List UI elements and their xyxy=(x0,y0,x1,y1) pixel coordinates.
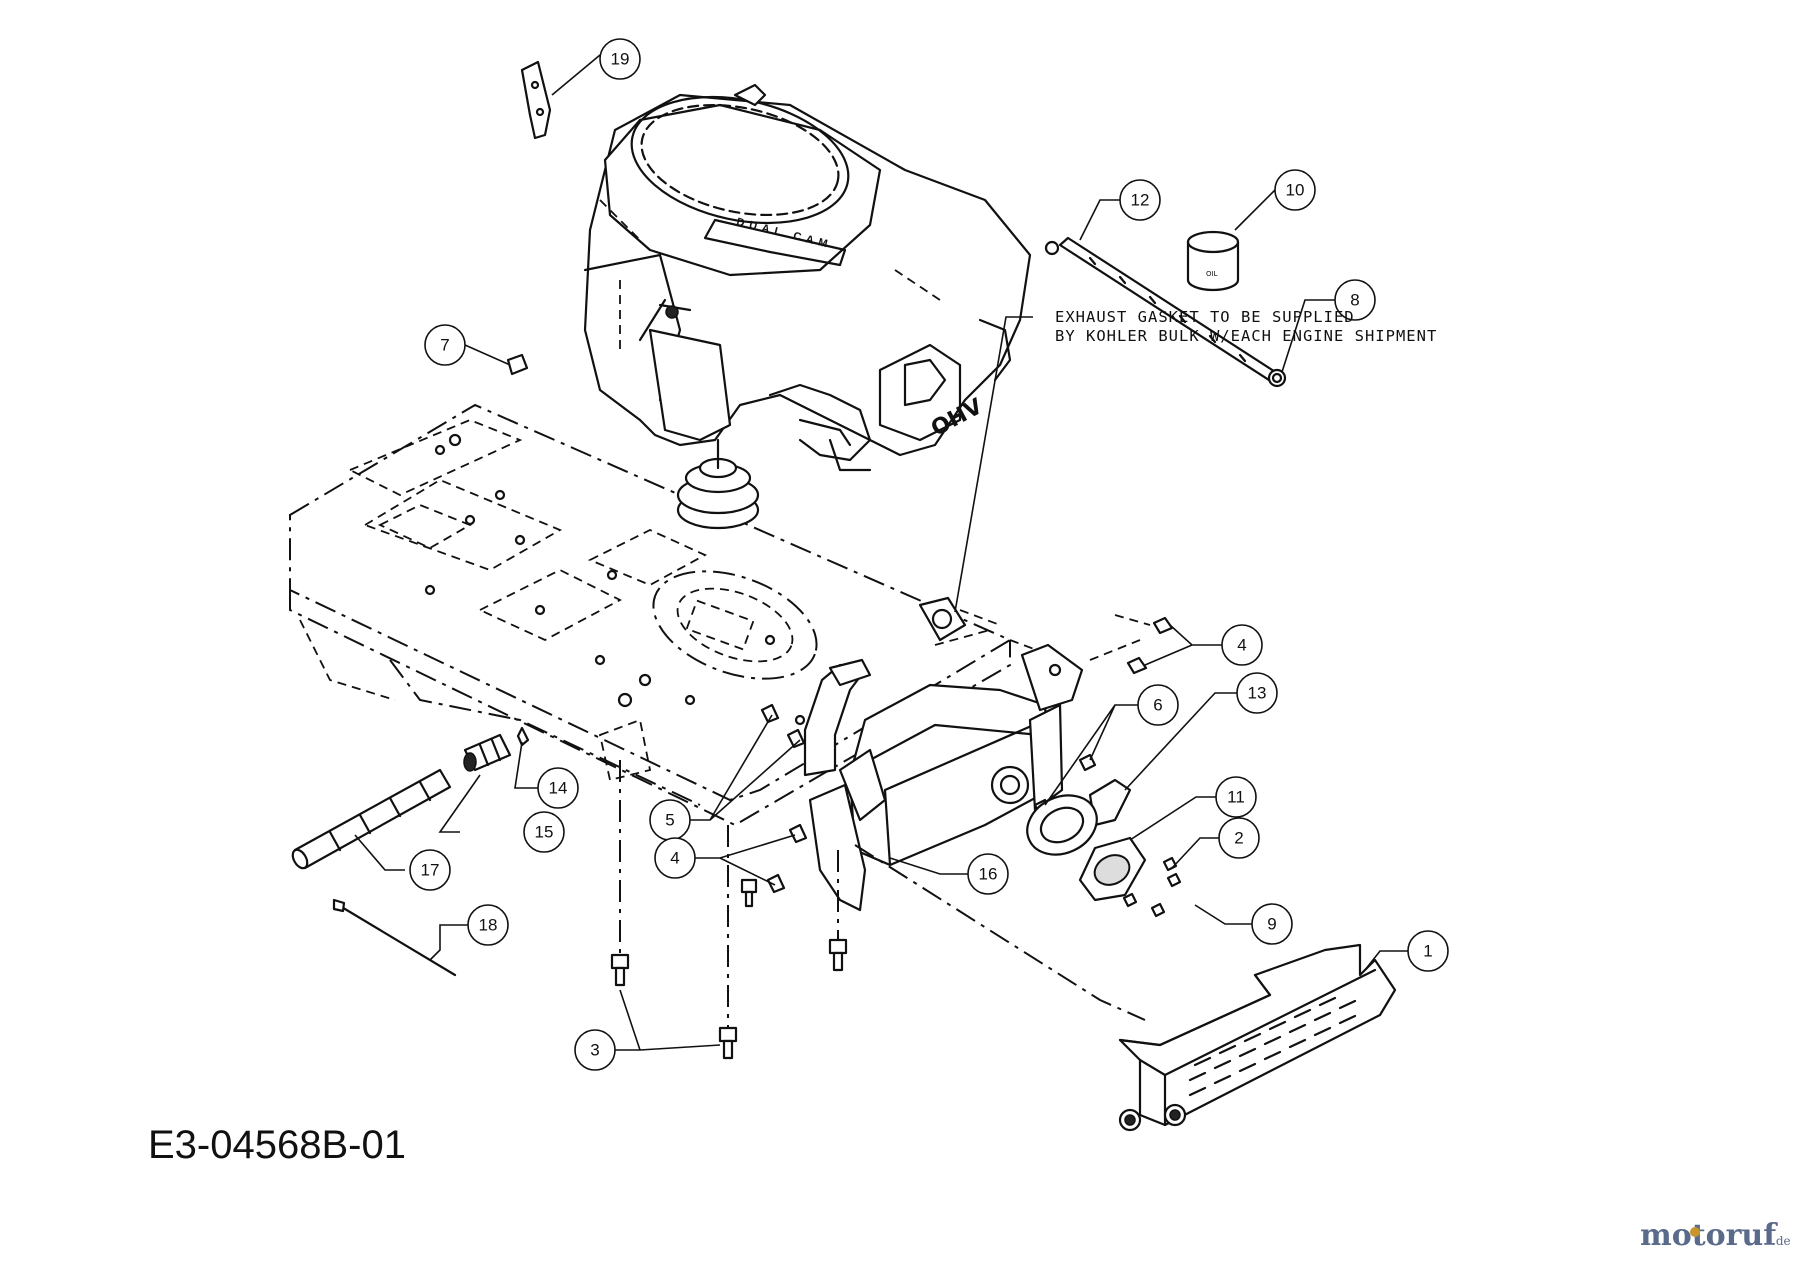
callout-12: 10 xyxy=(1274,169,1316,211)
part-11-screws xyxy=(1122,892,1166,918)
callout-16: 15 xyxy=(523,811,565,853)
part-19-bracket xyxy=(520,60,552,140)
exhaust-note: EXHAUST GASKET TO BE SUPPLIED BY KOHLER … xyxy=(1055,308,1437,345)
callout-3: 3 xyxy=(574,1029,616,1071)
svg-text:11: 11 xyxy=(1227,788,1245,807)
part-5-bolts xyxy=(760,703,806,749)
part-18-drain-hose xyxy=(291,768,452,870)
svg-text:17: 17 xyxy=(421,861,440,880)
svg-text:12: 12 xyxy=(1131,191,1150,210)
part-16-drain-valve xyxy=(463,733,512,772)
watermark-suffix: .de xyxy=(1772,1234,1791,1248)
part-1-heat-shield xyxy=(1118,943,1397,1132)
svg-text:15: 15 xyxy=(535,823,554,842)
part-8-clip xyxy=(516,726,530,747)
svg-text:3: 3 xyxy=(590,1041,599,1060)
exhaust-gasket xyxy=(918,596,967,642)
callout-6: 6 xyxy=(1137,684,1179,726)
callout-1: 1 xyxy=(1407,930,1449,972)
part-3-bolts xyxy=(610,878,848,1060)
part-17-muffler xyxy=(838,683,1064,867)
callout-14: 12 xyxy=(1119,179,1161,221)
svg-text:5: 5 xyxy=(665,811,674,830)
svg-text:9: 9 xyxy=(1267,915,1276,934)
part-12-oil-bottle: OIL xyxy=(1186,230,1240,292)
part-7-fitting xyxy=(506,353,529,376)
callout-10: 8 xyxy=(1334,279,1376,321)
callout-7: 7 xyxy=(424,324,466,366)
exhaust-pipe xyxy=(803,658,872,777)
svg-text:8: 8 xyxy=(1350,291,1359,310)
callout-5: 5 xyxy=(649,799,691,841)
callout-13: 11 xyxy=(1215,776,1257,818)
callout-18: 17 xyxy=(409,849,451,891)
callout-17: 16 xyxy=(967,853,1009,895)
note-line-2: BY KOHLER BULK W/EACH ENGINE SHIPMENT xyxy=(1055,327,1437,345)
part-4-bolts-lower xyxy=(766,823,808,894)
svg-text:13: 13 xyxy=(1248,684,1267,703)
svg-text:4: 4 xyxy=(670,849,679,868)
callout-2: 2 xyxy=(1218,817,1260,859)
callout-4-upper: 4 xyxy=(1221,624,1263,666)
muffler-bracket xyxy=(808,643,1084,912)
svg-text:18: 18 xyxy=(479,916,498,935)
note-line-1: EXHAUST GASKET TO BE SUPPLIED xyxy=(1055,308,1355,326)
svg-text:14: 14 xyxy=(549,779,568,798)
svg-text:7: 7 xyxy=(440,336,449,355)
frame xyxy=(289,403,1051,827)
drawing-number: E3-04568B-01 xyxy=(148,1123,406,1167)
callout-19: 19 xyxy=(599,38,641,80)
part-4-bolts-upper xyxy=(1126,616,1174,675)
callout-9: 18 xyxy=(467,904,509,946)
svg-text:10: 10 xyxy=(1286,181,1305,200)
svg-text:6: 6 xyxy=(1153,696,1162,715)
watermark-name: motoruf xyxy=(1640,1218,1778,1253)
callouts: 19 7 12 10 8 4 6 13 11 2 9 1 16 14 15 17… xyxy=(409,38,1449,1071)
callout-15: 13 xyxy=(1236,672,1278,714)
svg-text:19: 19 xyxy=(611,50,630,69)
leader-lines xyxy=(354,54,1408,1051)
watermark: motoruf .de xyxy=(1640,1218,1791,1253)
callout-4-lower: 4 xyxy=(654,837,696,879)
assembly-lines xyxy=(619,614,1151,1028)
part-10-clamp xyxy=(1267,368,1287,388)
svg-text:1: 1 xyxy=(1423,942,1432,961)
svg-text:2: 2 xyxy=(1234,829,1243,848)
watermark-accent-dot xyxy=(1690,1227,1700,1237)
part-9-tie-strap xyxy=(332,898,457,977)
svg-text:16: 16 xyxy=(979,865,998,884)
part-13-gasket xyxy=(1026,794,1098,856)
svg-text:4: 4 xyxy=(1237,636,1246,655)
engine: DUAL CAM OHV xyxy=(583,83,1032,530)
oil-bottle-label: OIL xyxy=(1206,270,1218,278)
spark-arrestor-cap xyxy=(1078,836,1147,902)
callout-8: 14 xyxy=(537,767,579,809)
callout-11: 9 xyxy=(1251,903,1293,945)
